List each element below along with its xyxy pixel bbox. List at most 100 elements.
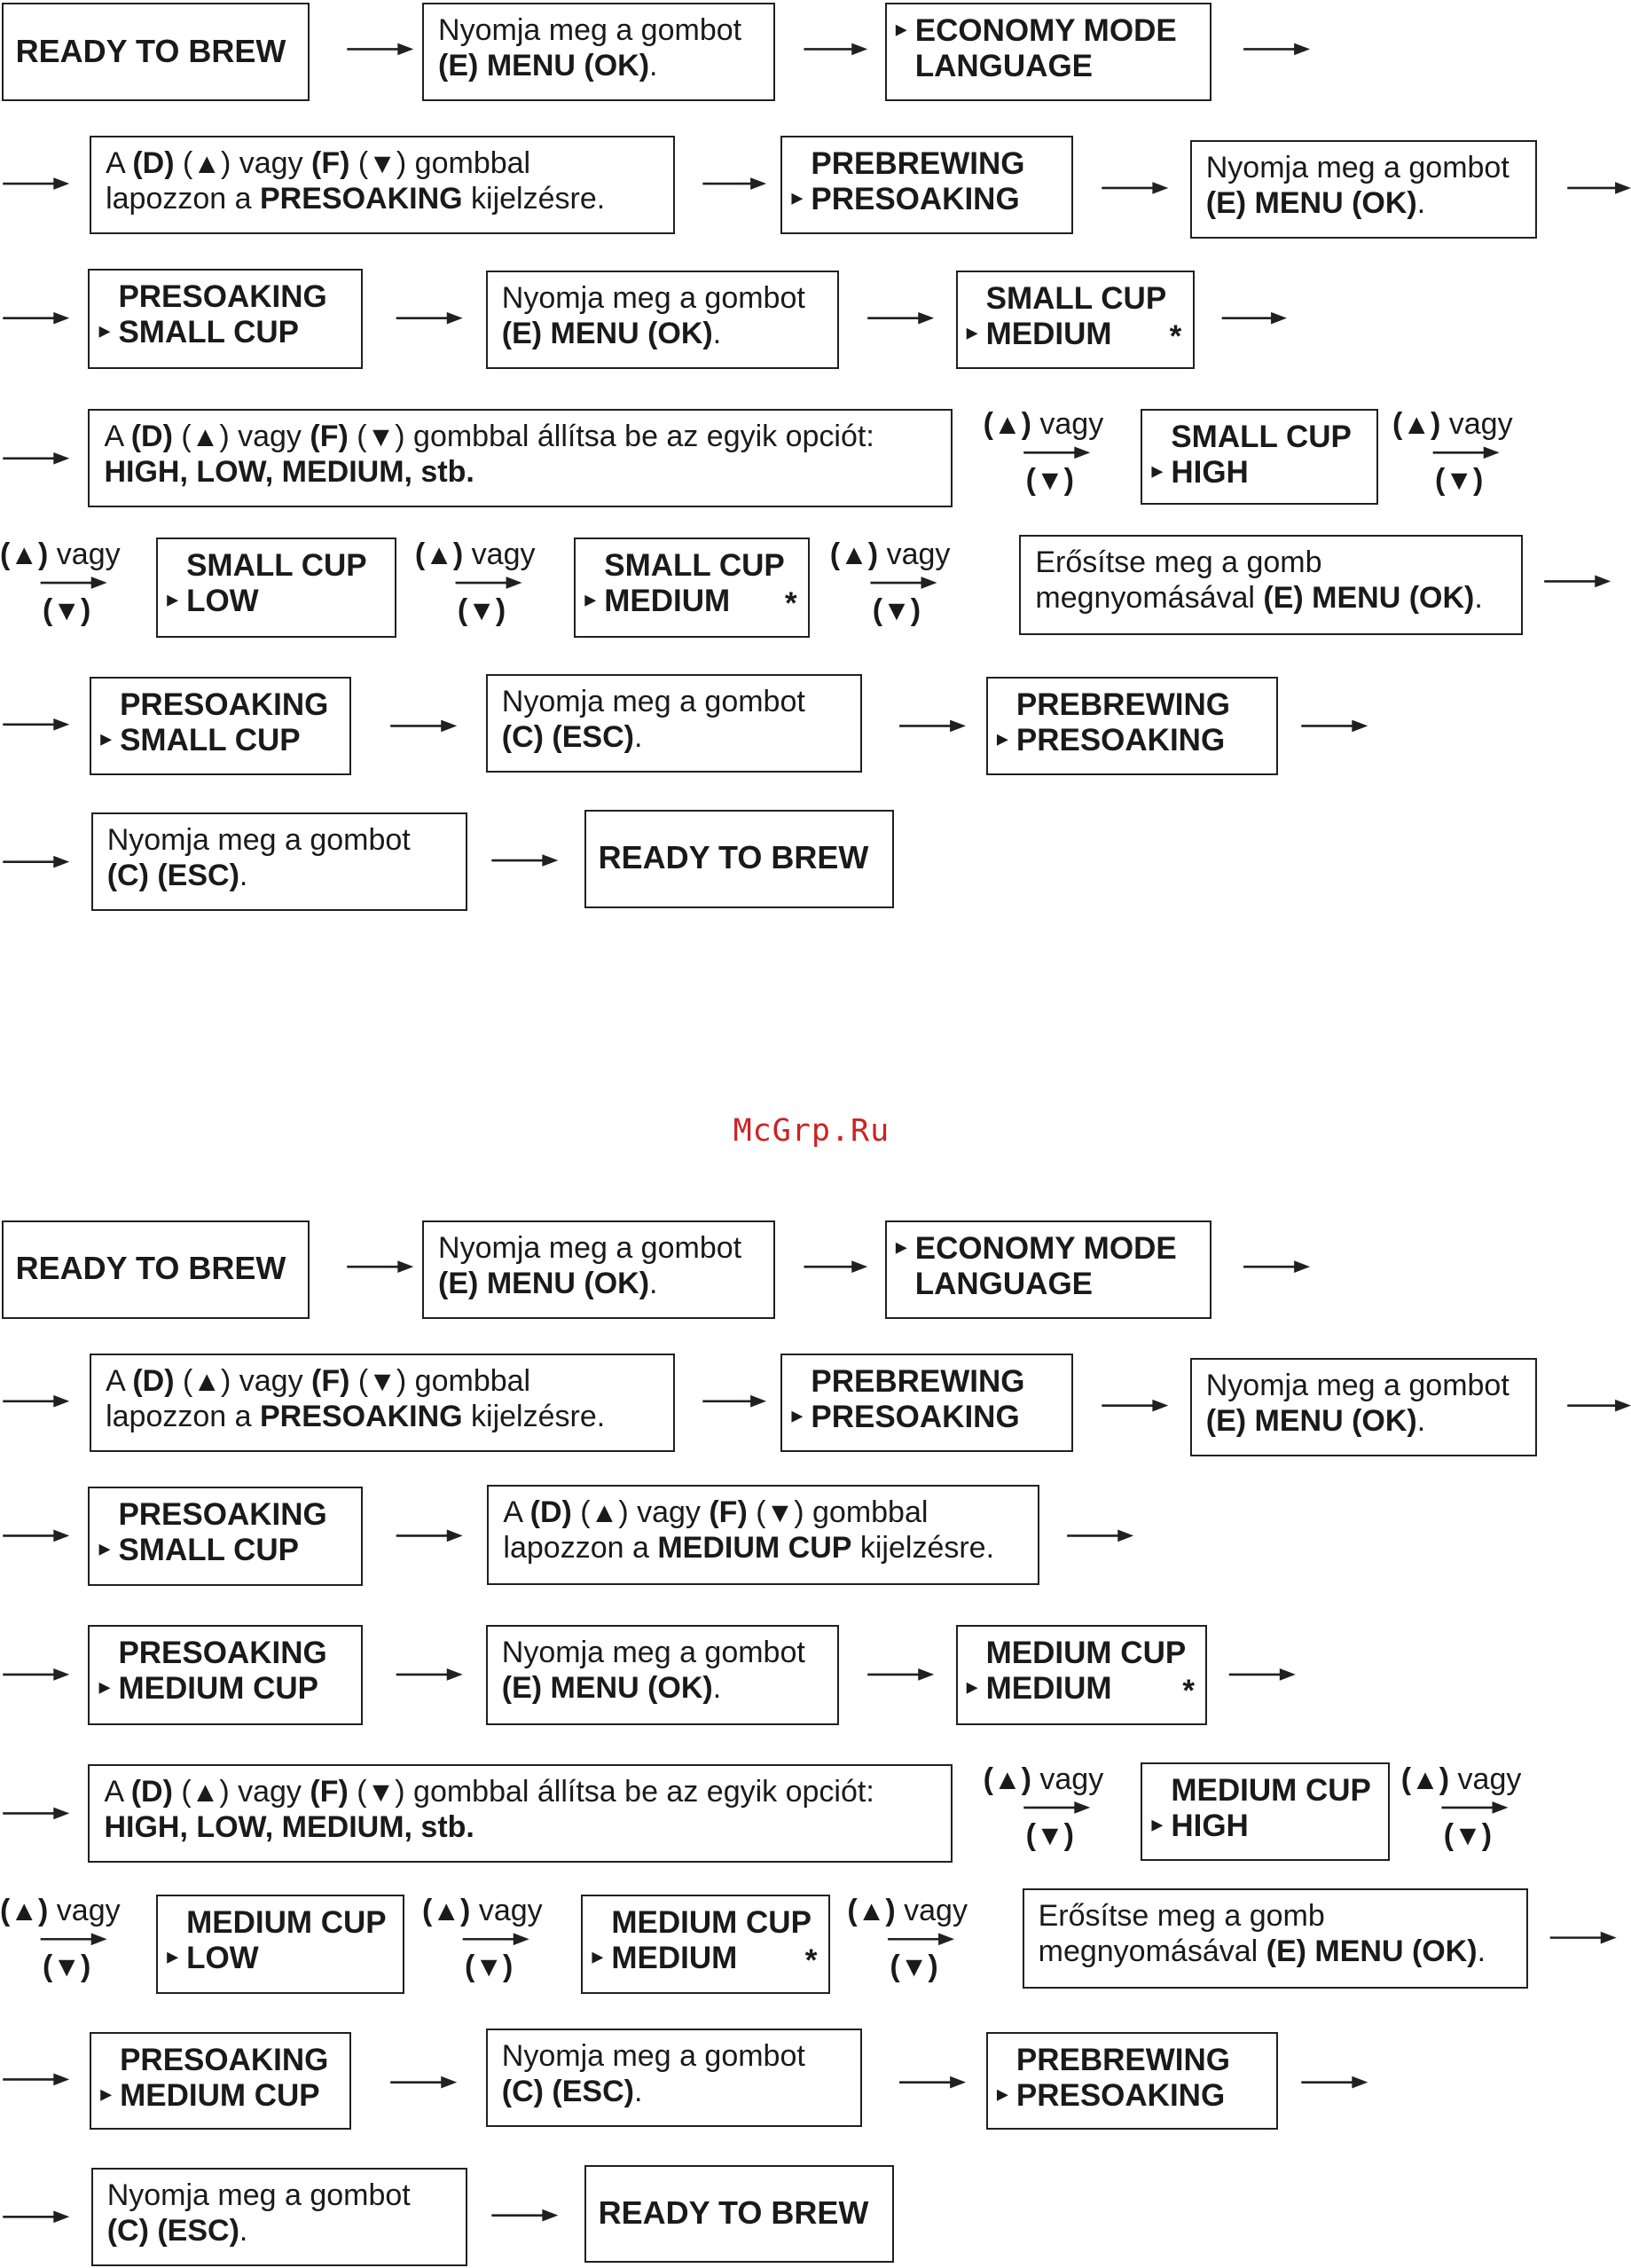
flow-arrow	[1301, 719, 1368, 733]
instruction-line: A (D) (▲) vagy (F) (▼) gombbal állítsa b…	[104, 1777, 874, 1807]
display-line: PREBREWING	[811, 146, 1025, 182]
text-segment: (F)	[310, 1774, 349, 1809]
instruction-line: (E) MENU (OK).	[502, 1673, 721, 1703]
instruction-box	[1022, 1888, 1529, 1989]
display-line: ECONOMY MODE	[914, 13, 1177, 49]
display-line: PREBREWING	[811, 1363, 1025, 1399]
flow-arrow	[1301, 2076, 1368, 2089]
up-or-down-choice-bottom: (▼)	[43, 1950, 91, 1984]
instruction-line: Nyomja meg a gombot	[438, 1233, 741, 1263]
text-segment: kijelzésre.	[851, 1531, 995, 1566]
up-triangle-icon: ▲	[590, 1496, 619, 1529]
instruction-line: A (D) (▲) vagy (F) (▼) gombbal állítsa b…	[104, 421, 874, 451]
text-segment: ) gombbal állítsa be az egyik opciót:	[395, 420, 874, 454]
text-segment: MEDIUM CUP	[657, 1531, 852, 1566]
text-segment: (	[571, 1495, 591, 1530]
text-segment: (D)	[130, 1774, 173, 1809]
up-triangle-icon: ▲	[432, 1895, 461, 1927]
down-triangle-icon: ▼	[366, 420, 396, 453]
text-segment: kijelzésre.	[462, 182, 606, 216]
display-line: PRESOAKING	[118, 1636, 327, 1671]
pointer-icon: ▸	[895, 1232, 907, 1260]
up-or-down-choice-bottom: (▼)	[465, 1950, 514, 1984]
instruction-line: (E) MENU (OK).	[1206, 1406, 1425, 1436]
text-segment: lapozzon a	[106, 182, 260, 216]
text-segment: ) vagy	[618, 1495, 710, 1530]
down-triangle-icon: ▼	[474, 1950, 504, 1983]
pointer-icon: ▸	[592, 1942, 604, 1969]
text-segment: HIGH, LOW, MEDIUM, stb.	[104, 455, 474, 490]
text-segment: (F)	[311, 146, 350, 181]
instruction-line: lapozzon a MEDIUM CUP kijelzésre.	[503, 1533, 994, 1563]
up-or-down-choice-arrow	[1441, 1801, 1509, 1814]
instruction-box	[90, 1353, 676, 1452]
text-segment: (D)	[132, 1363, 175, 1398]
pointer-icon: ▸	[996, 724, 1008, 751]
display-screen-box	[955, 270, 1195, 369]
up-triangle-icon: ▲	[992, 1762, 1022, 1795]
flow-arrow	[899, 2076, 967, 2089]
text-segment: (D)	[130, 420, 173, 454]
display-line: PRESOAKING	[118, 279, 327, 315]
display-line: SMALL CUP	[186, 548, 367, 584]
text-segment: ) vagy	[219, 1774, 310, 1809]
text-segment: Nyomja meg a gombot	[501, 684, 805, 718]
text-segment: kijelzésre.	[462, 1399, 606, 1433]
display-screen-box	[90, 676, 352, 775]
flow-arrow	[390, 719, 458, 733]
flow-arrow	[3, 1529, 70, 1542]
flow-arrow	[1549, 1931, 1617, 1944]
instruction-line: (E) MENU (OK).	[502, 318, 721, 349]
instruction-line: Nyomja meg a gombot	[107, 825, 411, 855]
pointer-icon: ▸	[584, 585, 597, 613]
text-segment: (C) (ESC)	[501, 2075, 634, 2109]
display-screen-box	[88, 1625, 364, 1725]
display-line: READY TO BREW	[598, 839, 869, 876]
flow-arrow	[1567, 182, 1631, 194]
flow-arrow	[347, 43, 414, 56]
text-segment: .	[1416, 186, 1426, 221]
instruction-box	[1189, 1357, 1538, 1456]
display-screen-box	[581, 1894, 830, 1995]
instruction-line: (E) MENU (OK).	[438, 51, 657, 81]
instruction-line: HIGH, LOW, MEDIUM, stb.	[104, 457, 474, 487]
pointer-icon: ▸	[1151, 1810, 1164, 1838]
watermark: McGrp.Ru	[733, 1113, 890, 1150]
text-segment: .	[712, 316, 722, 350]
up-or-down-choice-arrow	[1023, 446, 1091, 459]
flow-arrow	[3, 855, 70, 868]
text-segment: (D)	[132, 146, 175, 181]
text-segment: (E) MENU (OK)	[1205, 186, 1417, 221]
instruction-line: megnyomásával (E) MENU (OK).	[1039, 1936, 1486, 1966]
instruction-line: Nyomja meg a gombot	[1206, 1370, 1509, 1401]
instruction-line: Nyomja meg a gombot	[502, 1637, 805, 1668]
text-segment: (	[174, 1363, 193, 1398]
display-screen-box	[1141, 1762, 1390, 1862]
flow-arrow	[3, 451, 70, 465]
display-line: LANGUAGE	[914, 49, 1094, 84]
text-segment: (E) MENU (OK)	[501, 316, 713, 350]
text-segment: PRESOAKING	[259, 1399, 463, 1433]
display-line: PREBREWING	[1015, 2042, 1230, 2077]
instruction-line: megnyomásával (E) MENU (OK).	[1035, 583, 1482, 613]
down-triangle-icon: ▼	[899, 1950, 929, 1983]
text-segment: A	[106, 1363, 133, 1398]
text-segment: (F)	[311, 1363, 350, 1398]
instruction-line: Nyomja meg a gombot	[502, 2041, 805, 2071]
flow-arrow	[804, 1260, 868, 1274]
display-line: PRESOAKING	[118, 1496, 327, 1532]
flow-arrow	[702, 177, 767, 190]
display-screen-box	[1141, 409, 1378, 505]
display-line: SMALL CUP	[118, 315, 299, 350]
flow-arrow	[3, 718, 70, 731]
flow-arrow	[390, 2076, 458, 2089]
pointer-icon: ▸	[167, 1942, 179, 1969]
display-line: LOW	[186, 1940, 259, 1975]
up-or-down-choice-top: (▲) vagy	[1400, 1762, 1522, 1796]
text-segment: (E) MENU (OK)	[501, 1671, 713, 1706]
instruction-line: Nyomja meg a gombot	[1206, 153, 1509, 183]
flow-arrow	[3, 1394, 70, 1408]
display-line: HIGH	[1171, 455, 1249, 490]
flow-arrow	[3, 2210, 70, 2224]
